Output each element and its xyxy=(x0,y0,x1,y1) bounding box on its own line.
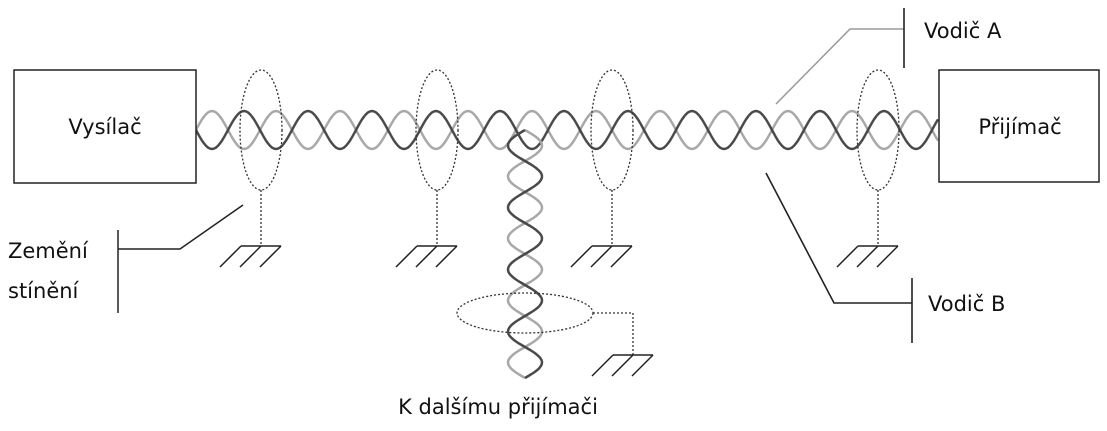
ground-drop-line xyxy=(593,312,634,355)
transmitter-label: Vysílač xyxy=(68,115,141,139)
shield-ring-3 xyxy=(590,69,634,246)
twisted-pair-bus xyxy=(194,109,940,151)
receiver-block: Přijímač xyxy=(938,69,1100,183)
shield-ellipse xyxy=(415,69,459,191)
shield-ellipse xyxy=(590,69,634,191)
branch-label: K dalšímu přijímači xyxy=(398,395,598,419)
receiver-label: Přijímač xyxy=(978,115,1061,139)
wire-b-callout xyxy=(765,172,913,343)
ground-symbol-1 xyxy=(219,245,282,268)
wire-a-main xyxy=(194,109,940,151)
wire-b-label: Vodič B xyxy=(928,292,1005,316)
transmitter-box xyxy=(13,69,197,184)
shield-ring-1 xyxy=(239,69,283,246)
shield-ground-callout xyxy=(117,204,244,313)
ground-symbol-4 xyxy=(836,245,899,268)
callout-leader xyxy=(118,204,244,250)
ground-symbol-3 xyxy=(570,245,633,268)
wire-b-branch xyxy=(506,128,544,380)
shield-ellipse xyxy=(856,69,900,191)
wire-a-callout xyxy=(775,8,905,105)
shield-ring-branch xyxy=(456,292,634,355)
shield-ground-label-line1: Zemění xyxy=(8,239,89,263)
wire-a-label: Vodič A xyxy=(924,19,1002,43)
shield-ring-2 xyxy=(415,69,459,246)
callout-leader xyxy=(775,28,904,105)
wire-b-main xyxy=(194,109,940,151)
ground-symbol-branch xyxy=(591,354,654,377)
transmitter-block: Vysílač xyxy=(13,69,197,184)
shield-ground-label-line2: stínění xyxy=(8,279,80,303)
receiver-box xyxy=(938,69,1100,183)
shield-ring-4 xyxy=(856,69,900,246)
shield-ellipse xyxy=(456,292,594,334)
ground-symbol-2 xyxy=(395,245,458,268)
shield-ellipse xyxy=(239,69,283,191)
callout-leader xyxy=(765,172,912,304)
twisted-pair-branch xyxy=(506,128,544,380)
